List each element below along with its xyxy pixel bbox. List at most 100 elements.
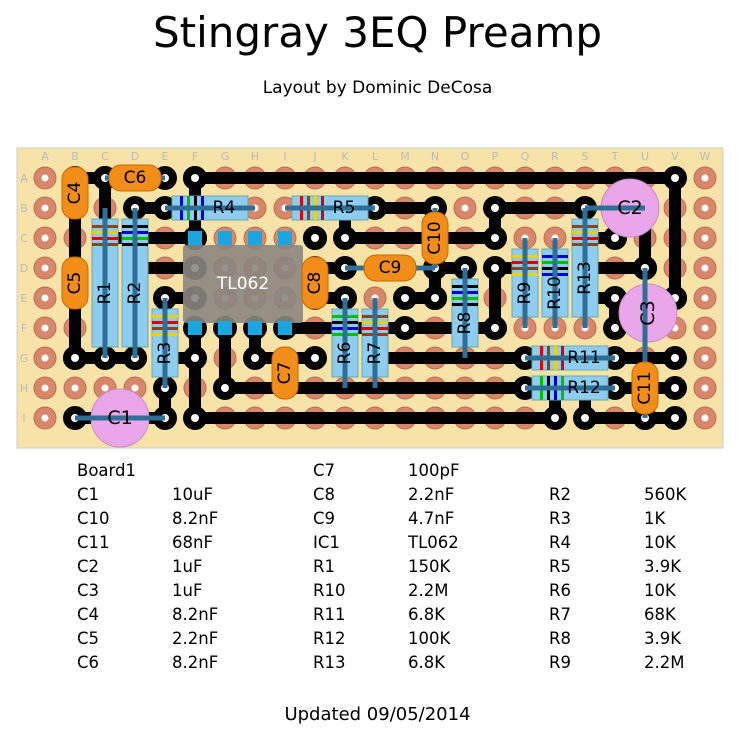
resistor-label: R1 [95,282,115,305]
pad-hole [191,414,199,422]
legend-value: 2.2M [408,581,449,600]
legend-ref: C4 [77,605,100,624]
legend-ref: R9 [549,653,571,672]
pad-hole [551,414,559,422]
pad-hole [101,384,109,392]
column-label: P [492,150,499,163]
pad-hole [251,354,259,362]
column-label: D [131,150,139,163]
legend-value: 68nF [172,533,213,552]
pad-hole [191,174,199,182]
pad-hole [701,174,709,182]
column-label: B [71,150,79,163]
capacitor-c9 [363,254,417,282]
legend-value: 100K [408,629,451,648]
pad-hole [701,324,709,332]
capacitor-c5 [61,256,89,310]
row-label: I [22,412,25,425]
legend-value: 8.2nF [172,605,219,624]
author-credit: Layout by Dominic DeCosa [262,78,493,98]
row-label: G [20,352,29,365]
capacitor-c8 [301,256,329,310]
pad-hole [491,264,499,272]
row-label: F [21,322,27,335]
legend-value: 6.8K [408,605,446,624]
capacitor-c10 [421,211,449,265]
row-label: A [20,172,28,185]
pad-hole [41,324,49,332]
pad-hole [41,264,49,272]
legend-ref: R1 [313,557,335,576]
row-label: B [20,202,28,215]
pad-hole [491,204,499,212]
pad-hole [701,414,709,422]
capacitor-label: C3 [637,300,659,325]
pad-hole [701,204,709,212]
legend-ref: C5 [77,629,100,648]
ic-pin [218,321,232,335]
legend-value: 3.9K [644,557,682,576]
pad-hole [581,414,589,422]
legend-value: TL062 [408,533,459,552]
resistor-label: R9 [515,282,535,305]
row-label: D [20,262,28,275]
capacitor-c7 [271,346,299,400]
resistor-label: R3 [155,342,175,365]
capacitor-label: C9 [379,258,402,278]
column-label: N [431,150,439,163]
pad-hole [491,234,499,242]
legend-ref: R10 [313,581,346,600]
ic-pin [248,321,262,335]
capacitor-label: C6 [124,168,147,188]
pad-hole [701,354,709,362]
ic-pin [188,231,202,245]
pad-hole [701,294,709,302]
pad-hole [611,294,619,302]
legend-ref: C3 [77,581,100,600]
pad-hole [611,324,619,332]
column-label: A [41,150,49,163]
legend-ref: C7 [313,461,336,480]
pad-hole [41,384,49,392]
capacitor-label: C1 [107,407,132,429]
legend-value: 10K [644,533,676,552]
legend-value: 3.9K [644,629,682,648]
copper-trace [189,322,561,424]
legend-value: 1K [644,509,666,528]
legend-value: 2.2nF [408,485,455,504]
legend-value: 10uF [172,485,213,504]
pad-hole [671,174,679,182]
ic-pin [218,231,232,245]
capacitor-label: C2 [617,197,642,219]
legend-ref: C8 [313,485,336,504]
pad-hole [311,234,319,242]
pad-hole [41,294,49,302]
capacitor-label: C4 [65,182,85,205]
legend-value: 8.2nF [172,509,219,528]
pad-hole [41,354,49,362]
legend-value: 8.2nF [172,653,219,672]
resistor-label: R8 [455,312,475,335]
legend-ref: R3 [549,509,571,528]
ic-pin [278,231,292,245]
legend-value: 1uF [172,557,203,576]
column-label: J [312,150,316,163]
legend-value: 2.2nF [172,629,219,648]
column-label: Q [521,150,530,163]
column-label: H [251,150,259,163]
column-label: T [611,150,619,163]
pad-hole [311,354,319,362]
pad-hole [71,354,79,362]
capacitor-c6 [108,164,162,192]
capacitor-c4 [61,166,89,220]
legend-ref: R5 [549,557,571,576]
pad-hole [491,324,499,332]
pad-hole [221,384,229,392]
column-label: L [372,150,379,163]
pad-hole [41,414,49,422]
legend-ref: R11 [313,605,346,624]
resistor-label: R4 [213,198,236,218]
pad-hole [701,264,709,272]
copper-trace [279,262,531,334]
